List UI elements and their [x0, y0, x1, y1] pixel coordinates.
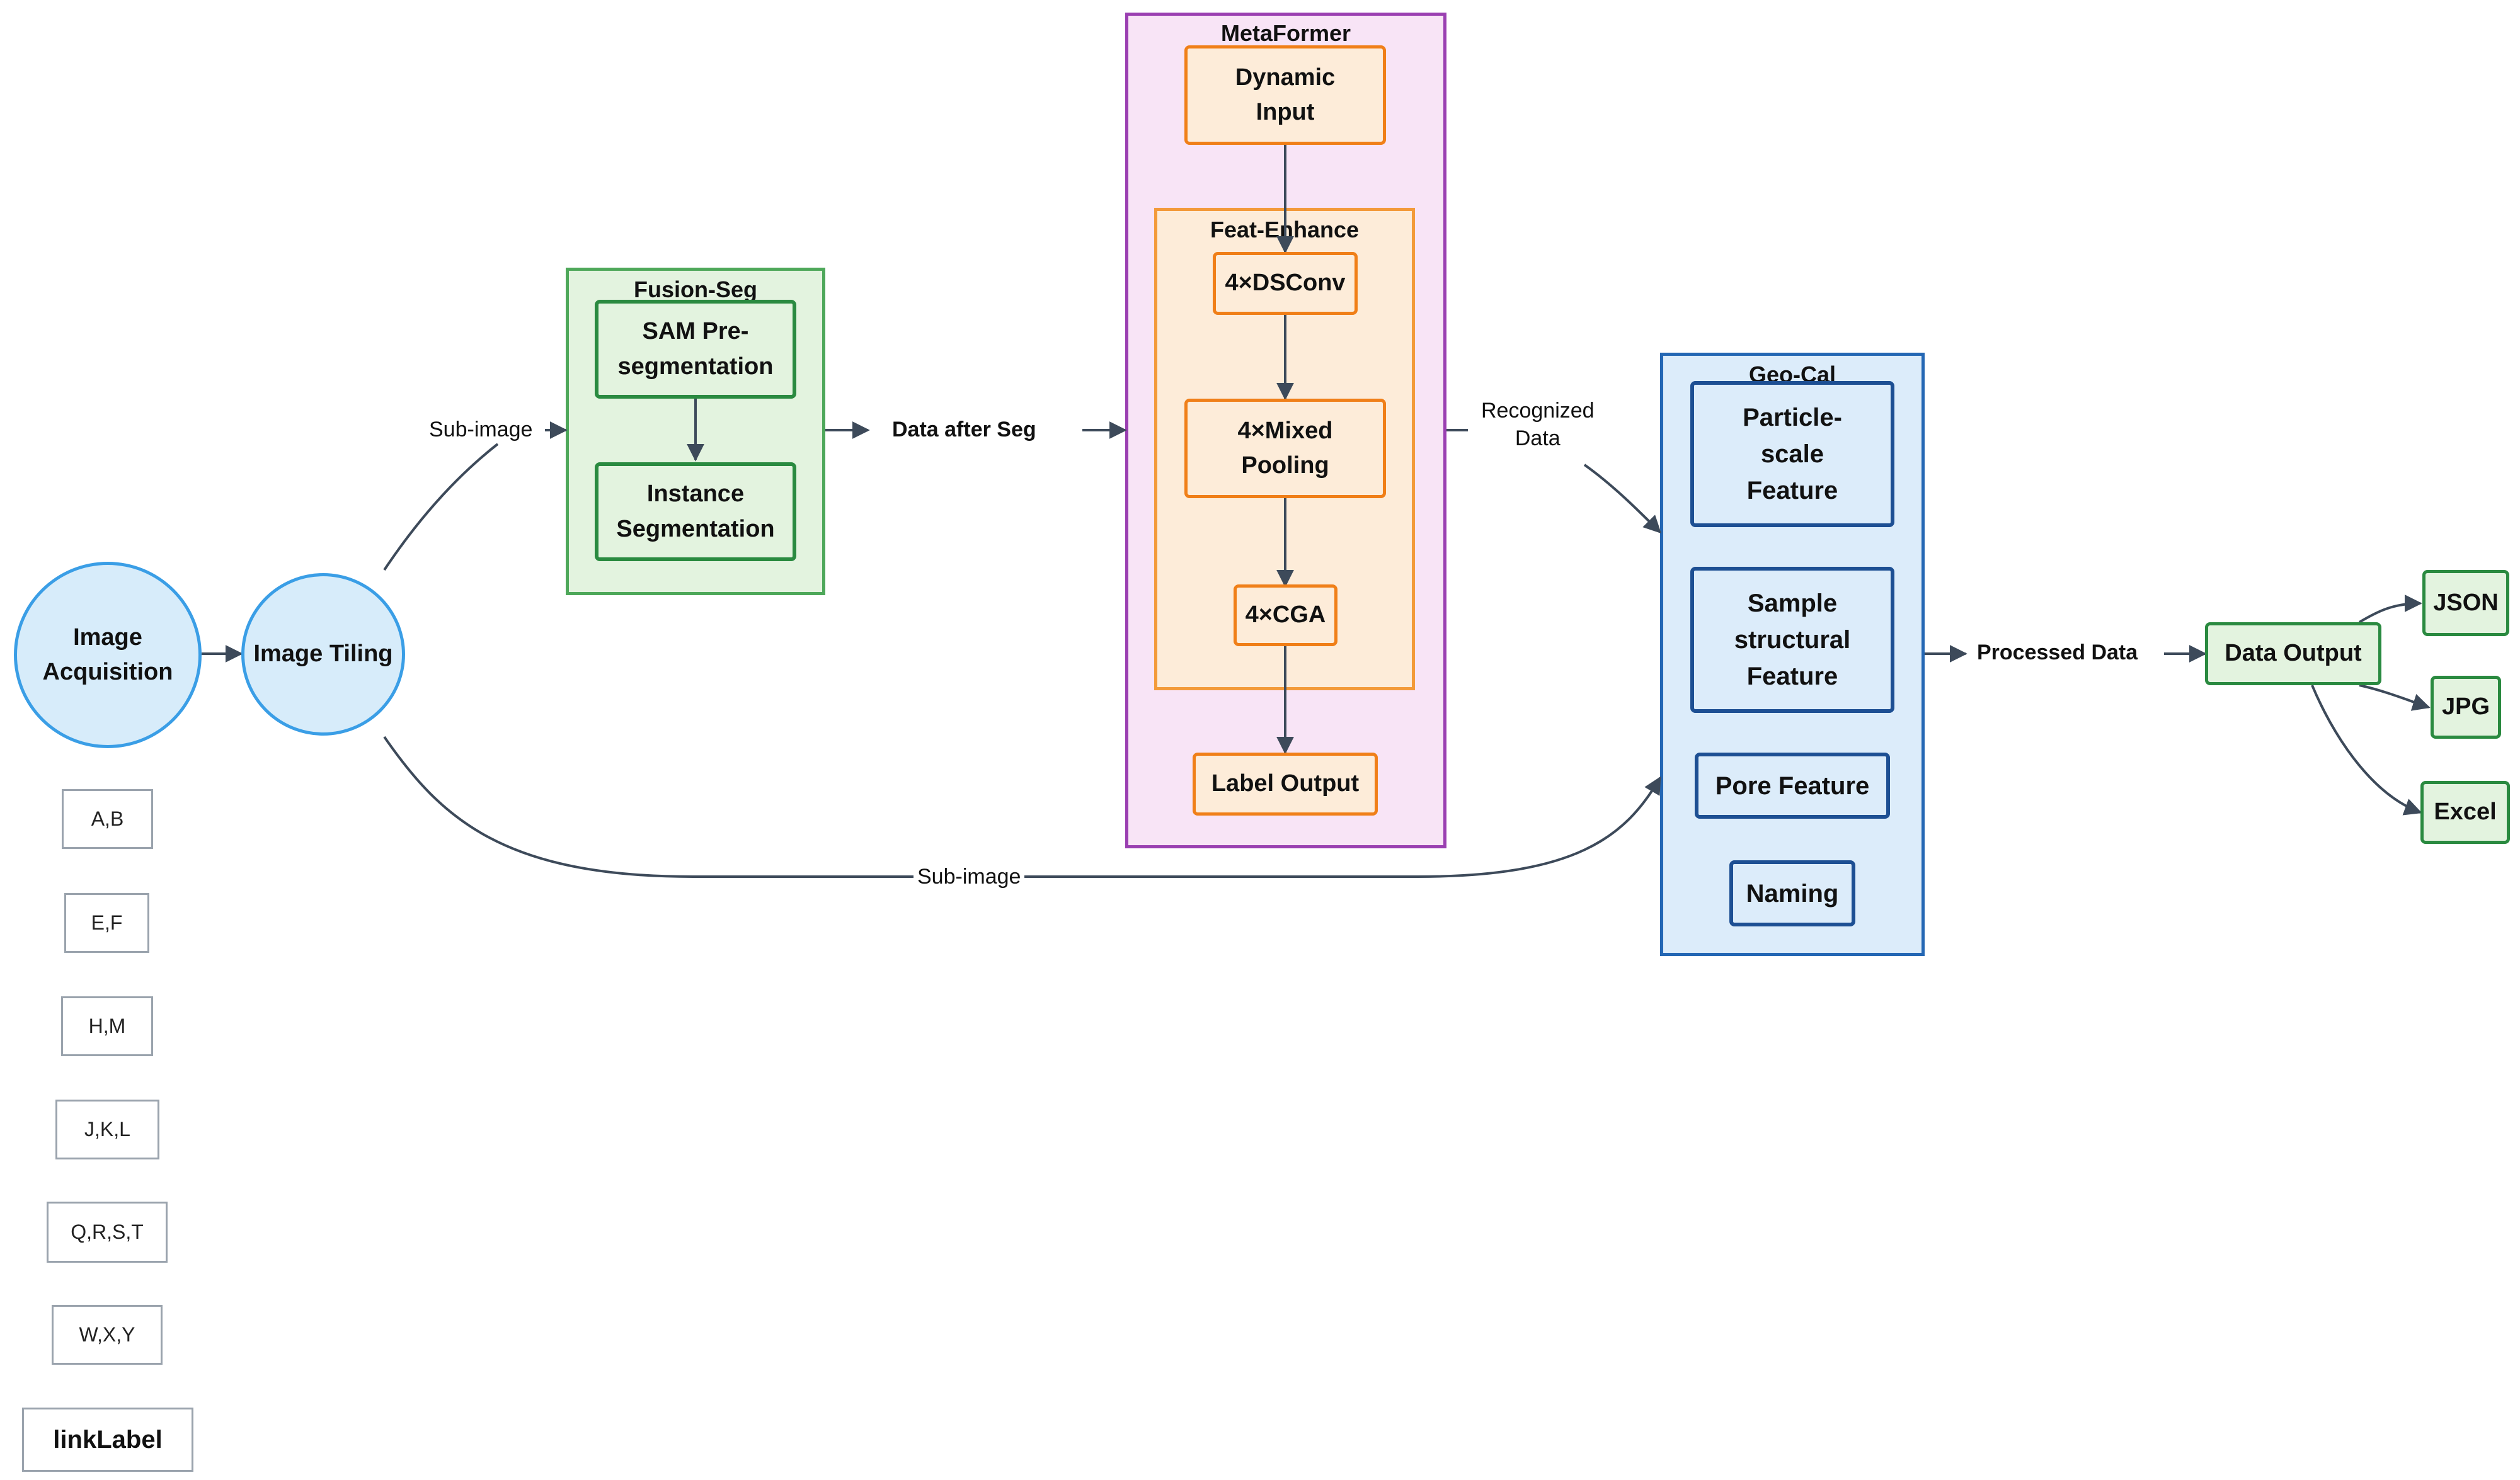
json-node: JSON	[2422, 570, 2509, 636]
legend-item: W,X,Y	[52, 1305, 163, 1365]
excel-node: Excel	[2420, 781, 2510, 844]
edge-label-sub-image-top: Sub-image	[425, 416, 537, 444]
label-output-node: Label Output	[1193, 753, 1378, 816]
legend-item: linkLabel	[22, 1408, 193, 1472]
fusion-seg-title: Fusion-Seg	[634, 276, 757, 302]
image-tiling-node: Image Tiling	[241, 573, 405, 736]
edge-dataoutput-excel	[2311, 685, 2422, 816]
edge-label-sub-image-bottom: Sub-image	[914, 863, 1025, 891]
instance-segmentation-node: Instance Segmentation	[595, 462, 796, 561]
edge-tiling-subimage-bottom	[383, 736, 1661, 878]
dsconv-node: 4×DSConv	[1213, 252, 1358, 315]
legend-item: A,B	[62, 789, 153, 849]
jpg-node: JPG	[2431, 676, 2501, 739]
cga-node: 4×CGA	[1234, 584, 1337, 646]
naming-node: Naming	[1729, 860, 1855, 926]
edge-recognized-geocal	[1583, 464, 1661, 533]
mixed-pooling-node: 4×Mixed Pooling	[1184, 399, 1386, 498]
edge-label-recognized-data: Recognized Data	[1477, 397, 1598, 453]
legend-item: H,M	[61, 996, 153, 1056]
metaformer-title: MetaFormer	[1220, 20, 1351, 46]
data-output-node: Data Output	[2205, 622, 2381, 685]
edge-dataoutput-jpg	[2359, 684, 2431, 711]
edge-tiling-subimage	[383, 443, 499, 571]
image-acquisition-node: Image Acquisition	[14, 562, 202, 748]
edge-label-data-after-seg: Data after Seg	[888, 416, 1040, 444]
sample-structural-feature-node: Sample structural Feature	[1690, 567, 1894, 713]
particle-scale-feature-node: Particle- scale Feature	[1690, 381, 1894, 527]
edge-dataoutput-json	[2358, 595, 2422, 623]
legend-item: Q,R,S,T	[47, 1202, 168, 1263]
dynamic-input-node: Dynamic Input	[1184, 45, 1386, 145]
legend-item: E,F	[64, 893, 149, 953]
edge-label-processed-data: Processed Data	[1973, 639, 2142, 667]
legend-item: J,K,L	[55, 1100, 159, 1159]
pore-feature-node: Pore Feature	[1695, 753, 1890, 819]
sam-presegmentation-node: SAM Pre- segmentation	[595, 300, 796, 399]
